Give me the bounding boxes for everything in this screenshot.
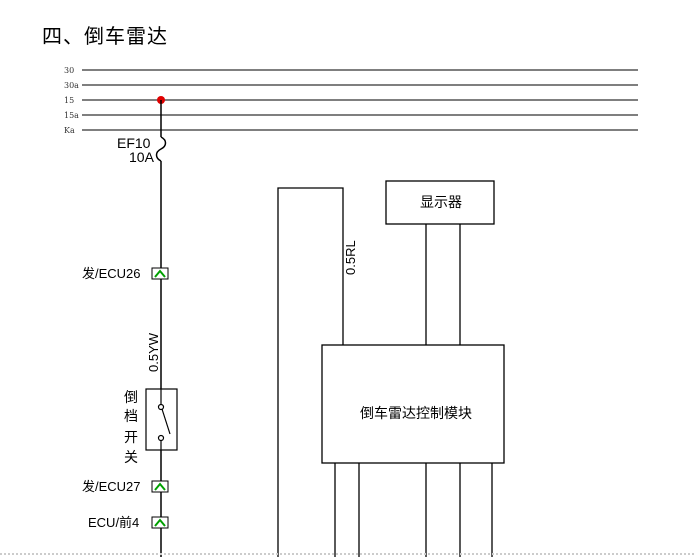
connector-ecu26 [151, 267, 169, 280]
switch-label-char-1: 倒 [124, 390, 138, 406]
bus-labels: 30 30a 15 15a Ka [64, 66, 79, 135]
main-wire [155, 100, 167, 557]
fuse-symbol [155, 136, 167, 162]
switch-label-char-2: 档 [124, 409, 138, 425]
connector-label-ecu26: 发/ECU26 [82, 266, 141, 281]
reverse-switch [145, 388, 178, 451]
module-output-wires [334, 463, 493, 557]
wire-label-yw: 0.5YW [146, 332, 161, 372]
wire-label-rl: 0.5RL [343, 240, 358, 275]
switch-label-char-3: 开 [124, 430, 138, 446]
page-title: 四、倒车雷达 [42, 24, 168, 48]
bus-label-30: 30 [64, 66, 74, 75]
bus-label-15a: 15a [64, 111, 79, 120]
connector-label-ecu27: 发/ECU27 [82, 479, 141, 494]
connector-front4 [151, 516, 169, 529]
switch-label: 倒 档 开 关 [124, 390, 138, 466]
bus-label-30a: 30a [64, 81, 79, 90]
connector-ecu27 [151, 480, 169, 493]
display-module-wires [425, 224, 461, 345]
fuse-rating: 10A [129, 149, 155, 165]
connector-label-front4: ECU/前4 [88, 515, 139, 530]
control-module-box [321, 344, 505, 464]
power-buses [82, 69, 638, 131]
rl-wire [277, 187, 344, 557]
control-module-label: 倒车雷达控制模块 [360, 405, 472, 422]
switch-label-char-4: 关 [124, 450, 138, 466]
bus-label-ka: Ka [64, 126, 75, 135]
display-label: 显示器 [420, 195, 462, 211]
fuse-name: EF10 [117, 135, 151, 151]
display-box [385, 180, 495, 225]
bus-label-15: 15 [64, 96, 74, 105]
